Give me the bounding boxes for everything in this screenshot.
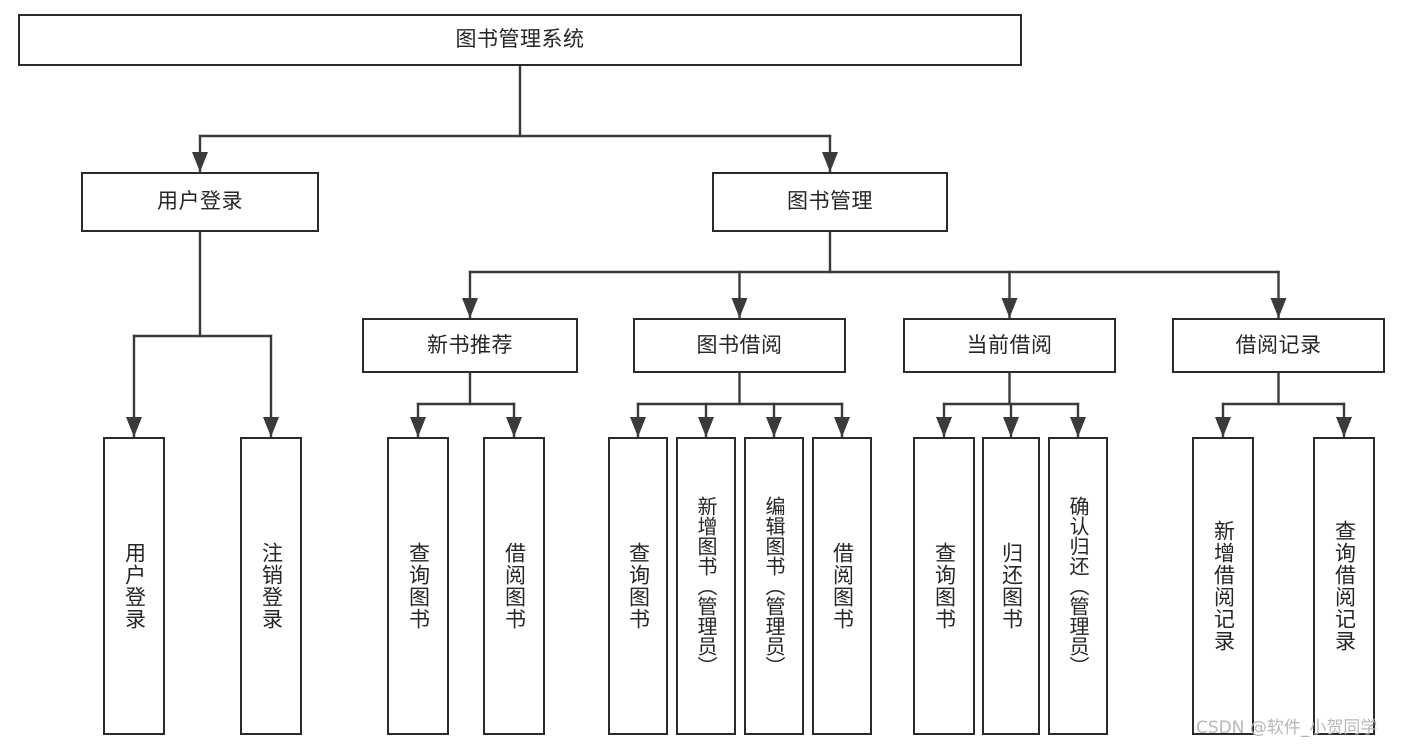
node-label-current-borrow: 当前借阅 bbox=[966, 332, 1053, 357]
node-label-leaf-query-book-3: 查询图书 bbox=[932, 542, 957, 630]
node-borrow-record[interactable]: 借阅记录 bbox=[1172, 318, 1385, 373]
node-label-leaf-edit-book: 编辑图书（管理员） bbox=[762, 496, 786, 676]
conn-root-arrow-user-login bbox=[192, 152, 208, 172]
conn-new-book-rec-arrow-leaf-borrow-book-1 bbox=[506, 417, 522, 437]
node-leaf-add-book[interactable]: 新增图书（管理员） bbox=[676, 437, 736, 735]
node-label-leaf-return-book: 归还图书 bbox=[999, 542, 1024, 630]
conn-user-login-arrow-leaf-logout bbox=[263, 417, 279, 437]
node-root[interactable]: 图书管理系统 bbox=[18, 14, 1022, 66]
conn-user-login-arrow-leaf-user-login bbox=[126, 417, 142, 437]
node-label-book-borrow: 图书借阅 bbox=[696, 332, 783, 357]
conn-root-arrow-book-manage bbox=[822, 152, 838, 172]
node-leaf-edit-book[interactable]: 编辑图书（管理员） bbox=[744, 437, 804, 735]
node-leaf-query-book-2[interactable]: 查询图书 bbox=[608, 437, 668, 735]
conn-borrow-record-arrow-leaf-query-record bbox=[1336, 417, 1352, 437]
node-label-borrow-record: 借阅记录 bbox=[1235, 332, 1322, 357]
node-leaf-borrow-book-1[interactable]: 借阅图书 bbox=[483, 437, 545, 735]
node-label-leaf-borrow-book-1: 借阅图书 bbox=[502, 542, 527, 630]
node-leaf-logout[interactable]: 注销登录 bbox=[240, 437, 302, 735]
node-new-book-rec[interactable]: 新书推荐 bbox=[362, 318, 578, 373]
node-current-borrow[interactable]: 当前借阅 bbox=[903, 318, 1116, 373]
node-label-new-book-rec: 新书推荐 bbox=[427, 332, 513, 357]
node-label-leaf-add-record: 新增借阅记录 bbox=[1211, 520, 1236, 652]
conn-new-book-rec-arrow-leaf-query-book-1 bbox=[410, 417, 426, 437]
conn-book-manage-arrow-borrow-record bbox=[1270, 298, 1287, 318]
node-leaf-confirm-return[interactable]: 确认归还（管理员） bbox=[1048, 437, 1108, 735]
node-label-leaf-query-book-2: 查询图书 bbox=[626, 542, 651, 630]
node-label-leaf-query-record: 查询借阅记录 bbox=[1332, 520, 1357, 652]
conn-book-borrow-arrow-leaf-edit-book bbox=[766, 417, 782, 437]
node-book-borrow[interactable]: 图书借阅 bbox=[633, 318, 846, 373]
node-label-user-login: 用户登录 bbox=[157, 189, 243, 214]
conn-book-borrow-arrow-leaf-query-book-2 bbox=[630, 417, 646, 437]
node-leaf-query-record[interactable]: 查询借阅记录 bbox=[1313, 437, 1375, 735]
node-label-leaf-confirm-return: 确认归还（管理员） bbox=[1066, 496, 1090, 676]
conn-book-manage-arrow-book-borrow bbox=[731, 298, 748, 318]
node-leaf-return-book[interactable]: 归还图书 bbox=[982, 437, 1040, 735]
conn-current-borrow-arrow-leaf-confirm-return bbox=[1070, 417, 1086, 437]
node-label-leaf-borrow-book-2: 借阅图书 bbox=[830, 542, 855, 630]
node-user-login[interactable]: 用户登录 bbox=[81, 172, 319, 232]
node-book-manage[interactable]: 图书管理 bbox=[712, 172, 948, 232]
node-leaf-borrow-book-2[interactable]: 借阅图书 bbox=[812, 437, 872, 735]
conn-book-borrow-arrow-leaf-add-book bbox=[698, 417, 714, 437]
conn-borrow-record-arrow-leaf-add-record bbox=[1215, 417, 1231, 437]
conn-book-manage-arrow-current-borrow bbox=[1001, 298, 1018, 318]
conn-current-borrow-arrow-leaf-return-book bbox=[1003, 417, 1019, 437]
node-leaf-add-record[interactable]: 新增借阅记录 bbox=[1192, 437, 1254, 735]
node-leaf-query-book-1[interactable]: 查询图书 bbox=[387, 437, 449, 735]
node-label-root: 图书管理系统 bbox=[455, 27, 585, 52]
node-leaf-query-book-3[interactable]: 查询图书 bbox=[913, 437, 975, 735]
node-leaf-user-login[interactable]: 用户登录 bbox=[103, 437, 165, 735]
conn-current-borrow-arrow-leaf-query-book-3 bbox=[936, 417, 952, 437]
node-label-leaf-add-book: 新增图书（管理员） bbox=[694, 496, 718, 676]
csdn-watermark: CSDN @软件_小贺同学 bbox=[1196, 718, 1378, 738]
node-label-book-manage: 图书管理 bbox=[787, 189, 873, 214]
conn-book-manage-arrow-new-book-rec bbox=[462, 298, 478, 318]
node-label-leaf-user-login: 用户登录 bbox=[122, 542, 147, 630]
node-label-leaf-logout: 注销登录 bbox=[259, 542, 284, 630]
node-label-leaf-query-book-1: 查询图书 bbox=[406, 542, 431, 630]
conn-book-borrow-arrow-leaf-borrow-book-2 bbox=[834, 417, 850, 437]
